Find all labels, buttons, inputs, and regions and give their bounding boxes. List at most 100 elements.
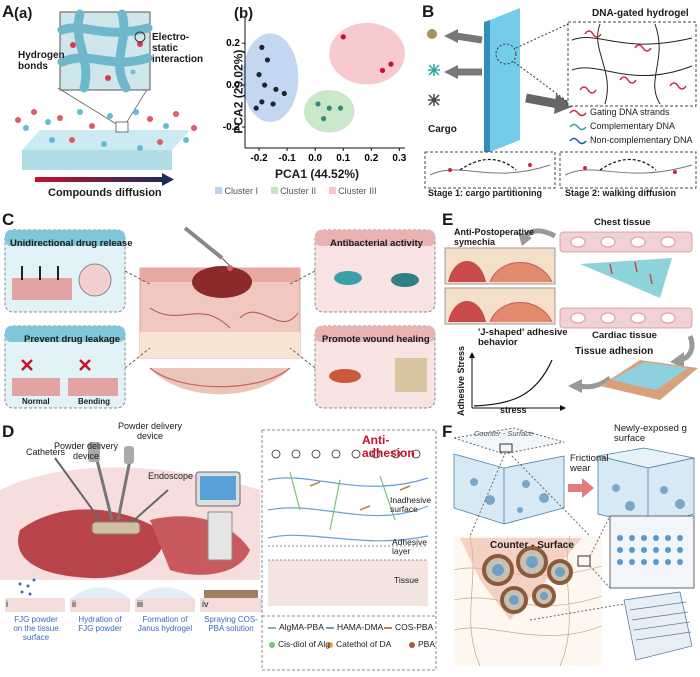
cluster-1-point-7 <box>259 99 265 105</box>
step-4-num: iv <box>202 599 209 609</box>
step-2-num: ii <box>72 599 76 609</box>
x-tick-label-4: 0.1 <box>336 153 350 164</box>
stress-xlabel: stress <box>500 405 527 415</box>
panel-e-illustration <box>444 228 698 411</box>
panel-f: F Counter - Surface Frictional wear Newl… <box>440 420 700 677</box>
legend-algma-pba: AlgMA-PBA <box>279 622 324 632</box>
cluster-2-ellipse <box>303 89 355 133</box>
stage-1-label: Stage 1: cargo partitioning <box>428 188 543 198</box>
panel-a-label: A <box>2 2 15 21</box>
electrostatic-label: Electro- static interaction <box>152 32 204 65</box>
y-tick-label-1: -0.2 <box>223 122 241 133</box>
pca-ylabel: PCA2 (29.02%) <box>231 49 246 134</box>
bending-label: Bending <box>78 397 110 406</box>
legend-non-complementary-dna: Non-complementary DNA <box>590 135 693 145</box>
x-tick-label-1: -0.2 <box>250 153 268 164</box>
frictional-wear-label: Frictional wear <box>570 453 609 475</box>
legend-cluster-2: Cluster II <box>280 186 317 196</box>
legend-complementary-dna: Complementary DNA <box>590 121 676 131</box>
legend-cos-pba: COS-PBA <box>395 622 434 632</box>
prevent-leakage-title: Prevent drug leakage <box>24 334 121 345</box>
adhesive-layer-label: Adhesive layer <box>392 537 427 557</box>
y-tick-label-3: 0.2 <box>226 38 240 49</box>
step-4-text: Spraying COS- PBA solution <box>204 615 258 633</box>
x-tick-label-2: -0.1 <box>278 153 296 164</box>
cluster-2-point-1 <box>315 101 321 107</box>
step-3-text: Formation of Janus hydrogel <box>137 615 193 633</box>
legend-swatch-cluster-3 <box>328 187 336 194</box>
newly-exposed-label: Newly-exposed g surface <box>614 423 687 445</box>
cluster-2-point-3 <box>337 105 344 111</box>
tissue-adhesion-label: Tissue adhesion <box>575 346 654 357</box>
powder-device-1-label: Powder delivery device <box>118 421 183 441</box>
cluster-1-point-8 <box>270 101 276 107</box>
pca-xlabel: PCA1 (44.52%) <box>275 167 360 181</box>
cluster-3-ellipse <box>329 22 405 85</box>
panel-e: E Anti-Postoperative symechia Chest tiss… <box>440 208 700 416</box>
cluster-1-point-3 <box>256 72 262 78</box>
pca-scatter-plot: -0.2 -0.1 0.0 0.1 0.2 0.3 -0.2 0.0 0.2 <box>223 18 407 164</box>
panel-b-label: B <box>422 2 435 21</box>
panel-c-illustration <box>4 226 436 409</box>
tissue-label: Tissue <box>394 575 419 585</box>
cargo-label: Cargo <box>428 124 457 135</box>
anti-adhesion-title: Anti-adhesion <box>362 433 415 461</box>
y-tick-label-2: 0.0 <box>226 80 240 91</box>
stage-2-label: Stage 2: walking diffusion <box>565 188 677 198</box>
cluster-3-point-3 <box>388 61 394 67</box>
cluster-1-point-5 <box>273 86 279 92</box>
legend-swatch-cluster-2 <box>270 187 278 194</box>
panel-d: D Powder delivery device Powder delivery… <box>0 420 440 677</box>
panel-b-illustration <box>424 8 697 189</box>
x-tick-label-6: 0.3 <box>392 153 406 164</box>
cluster-3-point-2 <box>379 67 386 74</box>
pca-legend: Cluster I Cluster II Cluster III <box>205 186 420 196</box>
cluster-3-point-1 <box>340 34 346 40</box>
legend-catethol: Catethol of DA <box>336 639 392 649</box>
panel-f-illustration <box>453 427 695 667</box>
x-tick-label-3: 0.0 <box>308 153 322 164</box>
panel-a-illustration <box>15 9 197 186</box>
legend-cluster-3: Cluster III <box>338 186 377 196</box>
j-shaped-label: 'J-shaped' adhesive behavior <box>478 327 568 349</box>
cluster-1-point-9 <box>253 105 259 111</box>
cluster-1-point-2 <box>264 57 271 63</box>
normal-label: Normal <box>22 397 50 406</box>
dna-gated-hydrogel-title: DNA-gated hydrogel <box>592 8 689 19</box>
cluster-2-point-2 <box>326 105 332 111</box>
wound-healing-title: Promote wound healing <box>322 334 430 345</box>
compounds-diffusion-label: Compounds diffusion <box>48 187 162 199</box>
inadhesive-label: Inadhesive surface <box>390 495 432 515</box>
cluster-1-ellipse <box>242 33 299 123</box>
panel-a-sub-b: (b) <box>234 5 254 22</box>
legend-pba: PBA <box>418 639 436 649</box>
cluster-1-point-1 <box>259 44 265 50</box>
cluster-1-point-6 <box>281 90 287 97</box>
symechia-label: Anti-Postoperative symechia <box>454 227 535 247</box>
step-1-text: FJG powder on the tissue surface <box>13 615 59 642</box>
legend-hama-dma: HAMA-DMA <box>337 622 384 632</box>
counter-surface-label: Counter - Surface <box>490 540 574 551</box>
endoscope-label: Endoscope <box>148 471 194 481</box>
legend-swatch-cluster-1 <box>215 187 222 194</box>
x-tick-label-5: 0.2 <box>364 153 378 164</box>
step-1-num: i <box>6 599 8 609</box>
panel-b: B DNA-gated hydrogel Cargo Gating DNA st… <box>420 0 700 200</box>
step-3-num: iii <box>137 599 143 609</box>
chest-tissue-label: Chest tissue <box>594 217 651 228</box>
drug-release-title: Unidirectional drug release <box>10 238 133 249</box>
panel-e-label: E <box>442 210 454 229</box>
panel-a: A (a) Hydrogen bonds Electro- static int… <box>0 0 205 200</box>
panel-f-label: F <box>442 422 453 441</box>
panel-c: C Unidirectional drug release Prevent dr… <box>0 208 440 416</box>
antibacterial-title: Antibacterial activity <box>330 238 423 249</box>
legend-cis-diol: Cis-diol of Alg <box>278 639 330 649</box>
panel-c-label: C <box>2 210 15 229</box>
counter-surface-top-label: Counter - Surface <box>474 429 534 438</box>
legend-cluster-1: Cluster I <box>224 186 259 196</box>
panel-ab-chart: -0.2 -0.1 0.0 0.1 0.2 0.3 -0.2 0.0 0.2 (b) PCA2 … <box>205 0 420 200</box>
cluster-1-point-4 <box>262 82 268 88</box>
panel-d-illustration <box>0 429 437 671</box>
cardiac-tissue-label: Cardiac tissue <box>592 330 657 341</box>
cluster-2-point-4 <box>320 116 327 122</box>
